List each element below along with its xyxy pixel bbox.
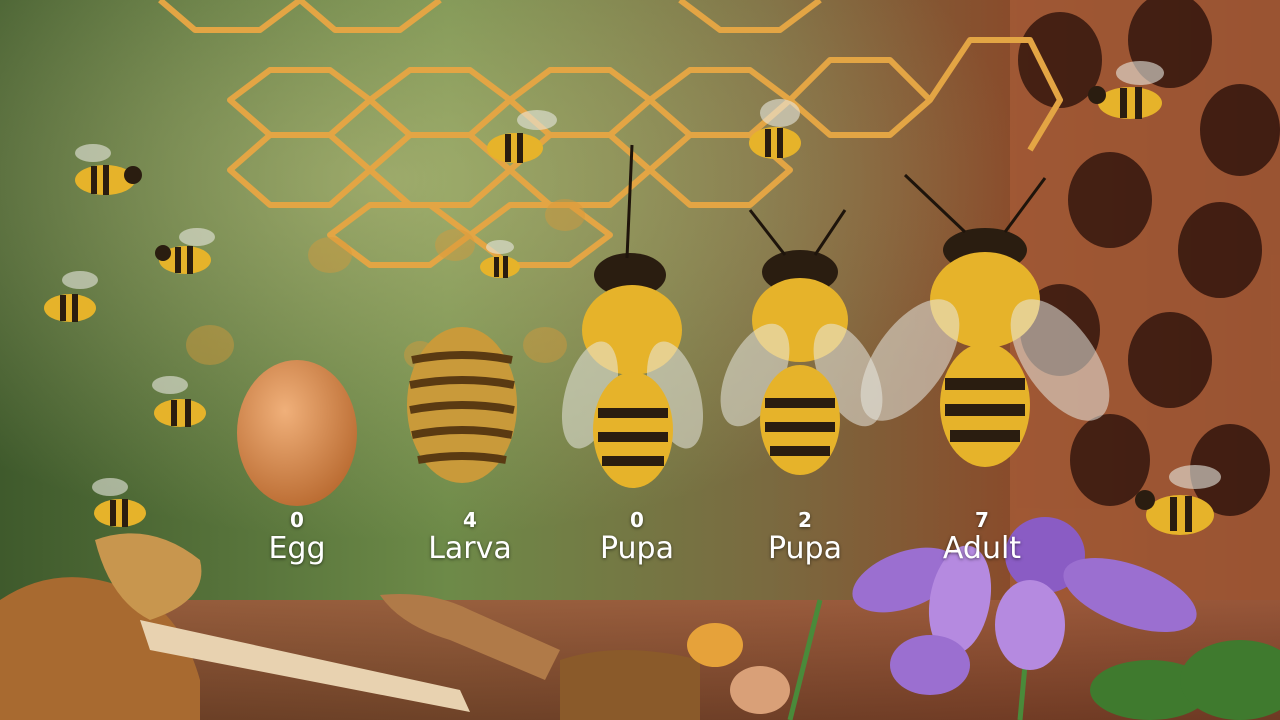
- egg-specimen: [237, 360, 357, 506]
- stage-name: Pupa: [767, 531, 842, 566]
- stage-number: 4: [463, 508, 477, 532]
- honeycomb-frame: [158, 0, 1063, 268]
- larva-specimen: [407, 327, 517, 483]
- stage-number: 7: [975, 508, 989, 532]
- stage-number: 0: [630, 508, 644, 532]
- pupa-specimen-2: [720, 209, 883, 475]
- flying-bees: [44, 61, 1221, 535]
- stage-label-pupa-2: 2 Pupa: [735, 508, 875, 566]
- stage-number: 0: [290, 508, 304, 532]
- stage-name: Pupa: [599, 531, 674, 566]
- purple-flowers: [787, 517, 1280, 720]
- stage-number: 2: [798, 508, 812, 532]
- roots-debris: [0, 533, 790, 720]
- adult-bee-specimen: [860, 173, 1110, 467]
- stage-name: Larva: [428, 531, 512, 566]
- stage-label-pupa-1: 0 Pupa: [567, 508, 707, 566]
- stage-label-larva: 4 Larva: [400, 508, 540, 566]
- stage-name: Egg: [268, 531, 326, 566]
- pupa-specimen-1: [561, 144, 704, 488]
- stage-name: Adult: [942, 531, 1022, 566]
- stage-label-egg: 0 Egg: [227, 508, 367, 566]
- stage-label-adult: 7 Adult: [912, 508, 1052, 566]
